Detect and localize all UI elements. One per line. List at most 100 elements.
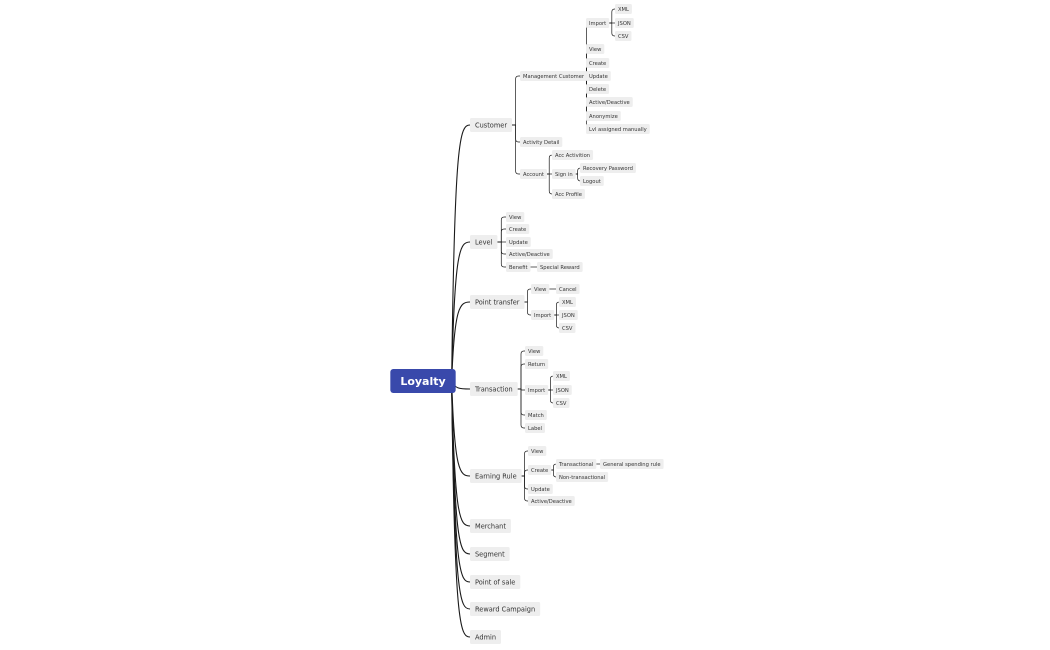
node-json[interactable]: JSON (559, 310, 578, 320)
node-box (470, 469, 522, 483)
node-merchant[interactable]: Merchant (470, 519, 511, 533)
connector-line (512, 124, 520, 143)
node-management-customer[interactable]: Management Customer (520, 71, 588, 81)
node-admin[interactable]: Admin (470, 630, 502, 644)
node-label: XML (618, 7, 629, 13)
node-point-of-sale[interactable]: Point of sale (470, 575, 521, 589)
node-benefit[interactable]: Benefit (506, 262, 531, 272)
node-active-deactive[interactable]: Active/Deactive (506, 249, 553, 259)
node-active-deactive[interactable]: Active/Deactive (528, 496, 575, 506)
node-acc-activition[interactable]: Acc Activition (552, 150, 594, 160)
node-recovery-password[interactable]: Recovery Password (580, 163, 636, 173)
node-update[interactable]: Update (586, 71, 611, 81)
node-label: Point transfer (475, 298, 520, 306)
node-view[interactable]: View (586, 44, 605, 54)
node-activity-detail[interactable]: Activity Detail (520, 137, 563, 147)
node-active-deactive[interactable]: Active/Deactive (586, 97, 633, 107)
node-earning-rule[interactable]: Earning Rule (470, 469, 522, 483)
node-label: Sign in (555, 172, 573, 178)
node-box (552, 169, 576, 179)
node-import[interactable]: Import (525, 385, 549, 395)
node-label: View (531, 449, 544, 455)
node-lvl-assigned-manually[interactable]: Lvl assigned manually (586, 124, 650, 134)
node-label: Segment (475, 550, 505, 558)
node-label: Create (509, 227, 526, 233)
node-delete[interactable]: Delete (586, 84, 610, 94)
node-anonymize[interactable]: Anonymize (586, 111, 621, 121)
node-view[interactable]: View (506, 212, 525, 222)
node-xml[interactable]: XML (615, 4, 632, 14)
node-box (615, 31, 632, 41)
node-label: XML (562, 300, 573, 306)
node-label: Delete (589, 87, 606, 93)
connector-line (546, 173, 553, 195)
node-box (556, 472, 609, 482)
node-view[interactable]: View (528, 446, 547, 456)
node-logout[interactable]: Logout (580, 176, 604, 186)
connector-line (521, 475, 528, 502)
connector-line (451, 241, 471, 382)
node-create[interactable]: Create (528, 465, 552, 475)
node-customer[interactable]: Customer (470, 118, 513, 132)
connector-line (517, 363, 525, 390)
connector-line (609, 8, 615, 24)
node-box (586, 97, 633, 107)
node-csv[interactable]: CSV (559, 323, 576, 333)
connector-line (548, 375, 554, 391)
node-transactional[interactable]: Transactional (556, 459, 597, 469)
node-label: Anonymize (589, 114, 618, 120)
node-box (580, 163, 636, 173)
node-update[interactable]: Update (528, 484, 553, 494)
node-label: Active/Deactive (531, 499, 572, 505)
node-match[interactable]: Match (525, 410, 547, 420)
node-update[interactable]: Update (506, 237, 531, 247)
connector-line (451, 380, 471, 610)
node-csv[interactable]: CSV (615, 31, 632, 41)
node-reward-campaign[interactable]: Reward Campaign (470, 602, 541, 616)
connector-line (524, 301, 531, 316)
node-box (531, 284, 550, 294)
connector-line (609, 22, 615, 37)
node-account[interactable]: Account (520, 169, 547, 179)
node-label: CSV (556, 401, 567, 407)
node-box (470, 382, 518, 396)
node-json[interactable]: JSON (553, 385, 572, 395)
connector-line (451, 301, 471, 382)
node-box (528, 484, 553, 494)
node-sign-in[interactable]: Sign in (552, 169, 576, 179)
connector-line (575, 167, 581, 175)
connector-line (512, 124, 520, 175)
node-return[interactable]: Return (525, 359, 549, 369)
node-create[interactable]: Create (506, 224, 530, 234)
node-box (470, 519, 511, 533)
node-import[interactable]: Import (531, 310, 555, 320)
root-node[interactable]: Loyalty (390, 369, 456, 393)
node-special-reward[interactable]: Special Reward (537, 262, 583, 272)
node-general-spending-rule[interactable]: General spending rule (600, 459, 664, 469)
node-view[interactable]: View (531, 284, 550, 294)
connector-line (551, 469, 557, 478)
node-label[interactable]: Label (525, 423, 545, 433)
node-create[interactable]: Create (586, 58, 610, 68)
node-box (525, 346, 544, 356)
node-view[interactable]: View (525, 346, 544, 356)
node-non-transactional[interactable]: Non-transactional (556, 472, 609, 482)
node-transaction[interactable]: Transaction (470, 382, 518, 396)
node-box (559, 323, 576, 333)
node-box (552, 189, 585, 199)
node-csv[interactable]: CSV (553, 398, 570, 408)
node-segment[interactable]: Segment (470, 547, 510, 561)
node-box (506, 224, 530, 234)
node-level[interactable]: Level (470, 235, 498, 249)
node-label: Create (531, 468, 548, 474)
node-box (506, 249, 553, 259)
node-json[interactable]: JSON (615, 18, 634, 28)
node-point-transfer[interactable]: Point transfer (470, 295, 525, 309)
node-label: Update (589, 74, 608, 80)
node-import[interactable]: Import (586, 18, 610, 28)
node-cancel[interactable]: Cancel (556, 284, 580, 294)
node-xml[interactable]: XML (559, 297, 576, 307)
node-xml[interactable]: XML (553, 371, 570, 381)
node-acc-profile[interactable]: Acc Profile (552, 189, 585, 199)
node-label: View (589, 47, 602, 53)
